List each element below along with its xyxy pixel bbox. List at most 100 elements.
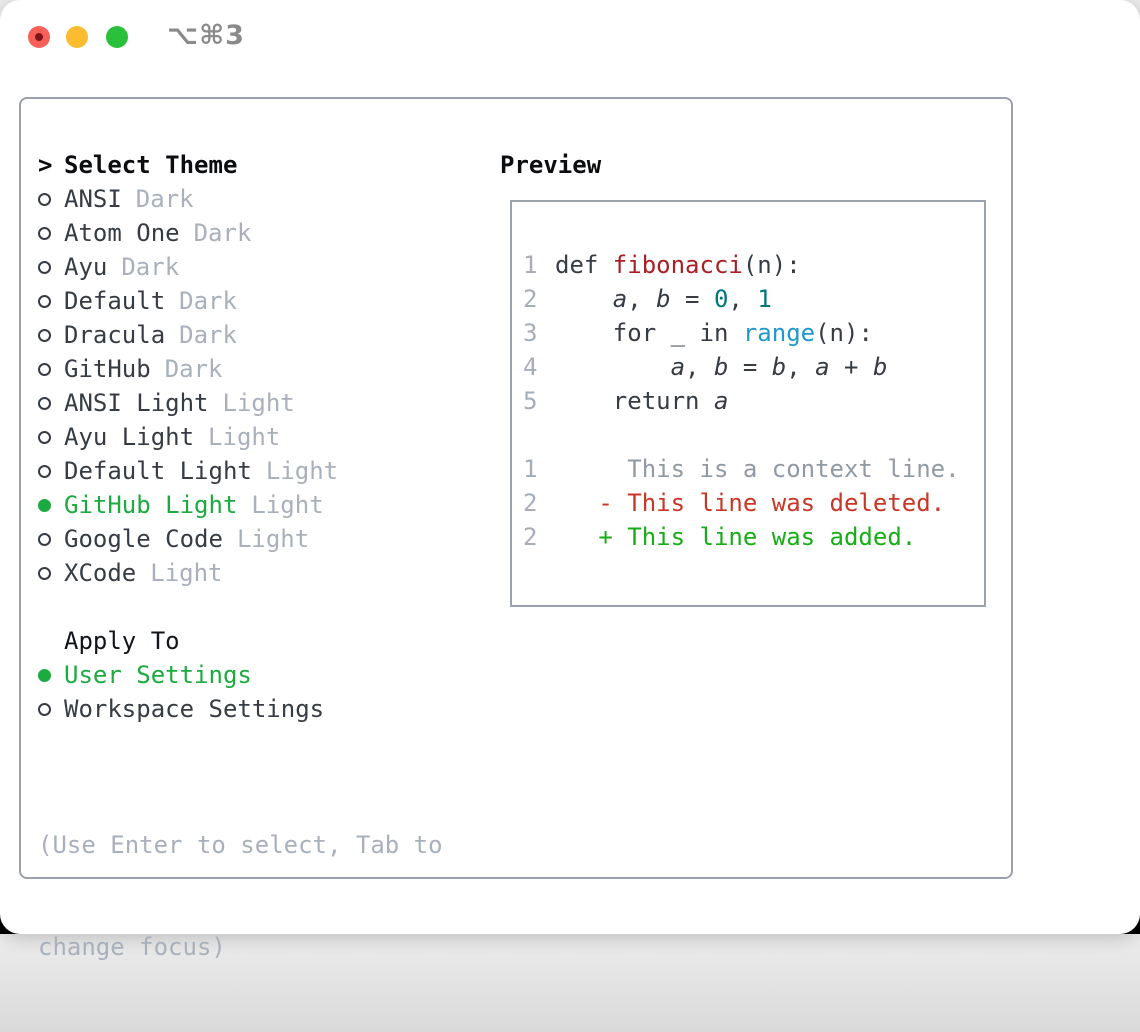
line-number: 5 <box>523 387 538 415</box>
code-content: a, b = 0, 1 <box>555 285 772 313</box>
code-token: b <box>656 285 671 313</box>
window-shortcut-label: ⌥⌘3 <box>167 20 245 51</box>
preview-gap <box>512 418 984 452</box>
minimize-button[interactable] <box>66 26 88 48</box>
radio-bullet <box>38 362 64 376</box>
theme-name: ANSI <box>64 185 122 213</box>
zoom-button[interactable] <box>106 26 128 48</box>
theme-name: Ayu <box>64 253 108 281</box>
radio-icon <box>38 702 51 716</box>
theme-variant-tag: Light <box>208 423 281 451</box>
radio-bullet <box>38 464 64 478</box>
theme-variant-tag: Dark <box>164 355 223 383</box>
diff-content: + This line was added. <box>555 523 917 551</box>
radio-icon <box>38 430 51 444</box>
code-token: for _ in <box>555 319 743 347</box>
code-token: , <box>685 353 714 381</box>
diff-line-context: 1 This is a context line. <box>512 452 984 486</box>
theme-variant-tag: Light <box>222 389 295 417</box>
theme-name: GitHub <box>64 355 151 383</box>
code-token: (n): <box>815 319 873 347</box>
theme-option[interactable]: XCode Light <box>38 556 338 590</box>
theme-option[interactable]: GitHub Dark <box>38 352 338 386</box>
code-token: 0 <box>713 285 729 313</box>
code-line: 3 for _ in range(n): <box>512 316 984 350</box>
select-theme-title: Select Theme <box>64 151 238 179</box>
code-token: , <box>728 285 758 313</box>
apply-to-option[interactable]: User Settings <box>38 658 338 692</box>
code-token: (n): <box>742 251 801 279</box>
theme-option[interactable]: GitHub Light Light <box>38 488 338 522</box>
theme-variant-tag: Light <box>150 559 223 587</box>
theme-name: Default Light <box>64 457 252 485</box>
theme-option[interactable]: Default Light Light <box>38 454 338 488</box>
theme-option[interactable]: ANSI Light Light <box>38 386 338 420</box>
theme-option[interactable]: ANSI Dark <box>38 182 338 216</box>
radio-icon <box>38 260 51 274</box>
code-line: 5 return a <box>512 384 984 418</box>
theme-variant-tag: Light <box>236 525 310 553</box>
line-number: 2 <box>523 489 538 517</box>
apply-to-title: Apply To <box>64 627 180 655</box>
code-token: fibonacci <box>612 251 743 279</box>
line-number: 4 <box>523 353 538 381</box>
code-token: range <box>742 319 816 347</box>
radio-bullet <box>38 294 64 308</box>
line-number: 1 <box>523 251 538 279</box>
line-number: 2 <box>523 285 538 313</box>
theme-name: Atom One <box>64 219 180 247</box>
radio-icon <box>38 192 51 206</box>
apply-to-label: Workspace Settings <box>64 695 325 723</box>
radio-bullet <box>38 226 64 240</box>
code-line: 4 a, b = b, a + b <box>512 350 984 384</box>
radio-icon <box>38 532 51 546</box>
line-number: 1 <box>523 455 538 483</box>
code-token: , <box>627 285 657 313</box>
theme-name: ANSI Light <box>64 389 209 417</box>
radio-bullet <box>38 430 64 444</box>
radio-icon <box>38 566 51 580</box>
code-token: a <box>713 387 729 415</box>
hint-line-2: change focus) <box>38 933 226 961</box>
diff-content: - This line was deleted. <box>555 489 946 517</box>
close-dot-icon <box>35 33 43 41</box>
code-token: a <box>815 353 830 381</box>
code-line: 2 a, b = 0, 1 <box>512 282 984 316</box>
diff-line-deleted: 2 - This line was deleted. <box>512 486 984 520</box>
code-token: = <box>670 285 714 313</box>
code-content: for _ in range(n): <box>555 319 873 347</box>
radio-icon <box>38 328 51 342</box>
radio-bullet <box>38 396 64 410</box>
theme-variant-tag: Light <box>251 491 324 519</box>
radio-bullet <box>38 328 64 342</box>
radio-bullet <box>38 498 64 512</box>
close-button[interactable] <box>28 26 50 48</box>
code-token: = <box>728 353 772 381</box>
diff-preview: 1 This is a context line.2 - This line w… <box>512 452 984 554</box>
theme-variant-tag: Dark <box>179 287 237 315</box>
theme-name: XCode <box>64 559 137 587</box>
focus-cursor: > <box>38 151 53 179</box>
apply-to-option[interactable]: Workspace Settings <box>38 692 338 726</box>
code-content: return a <box>555 387 729 415</box>
hint-text: (Use Enter to select, Tab to change focu… <box>38 760 443 1032</box>
radio-selected-icon <box>38 498 51 512</box>
theme-variant-tag: Light <box>265 457 339 485</box>
code-token: , <box>786 353 816 381</box>
radio-bullet <box>38 668 64 682</box>
line-number: 3 <box>523 319 538 347</box>
theme-variant-tag: Dark <box>135 185 194 213</box>
theme-name: GitHub Light <box>64 491 238 519</box>
radio-icon <box>38 464 51 478</box>
